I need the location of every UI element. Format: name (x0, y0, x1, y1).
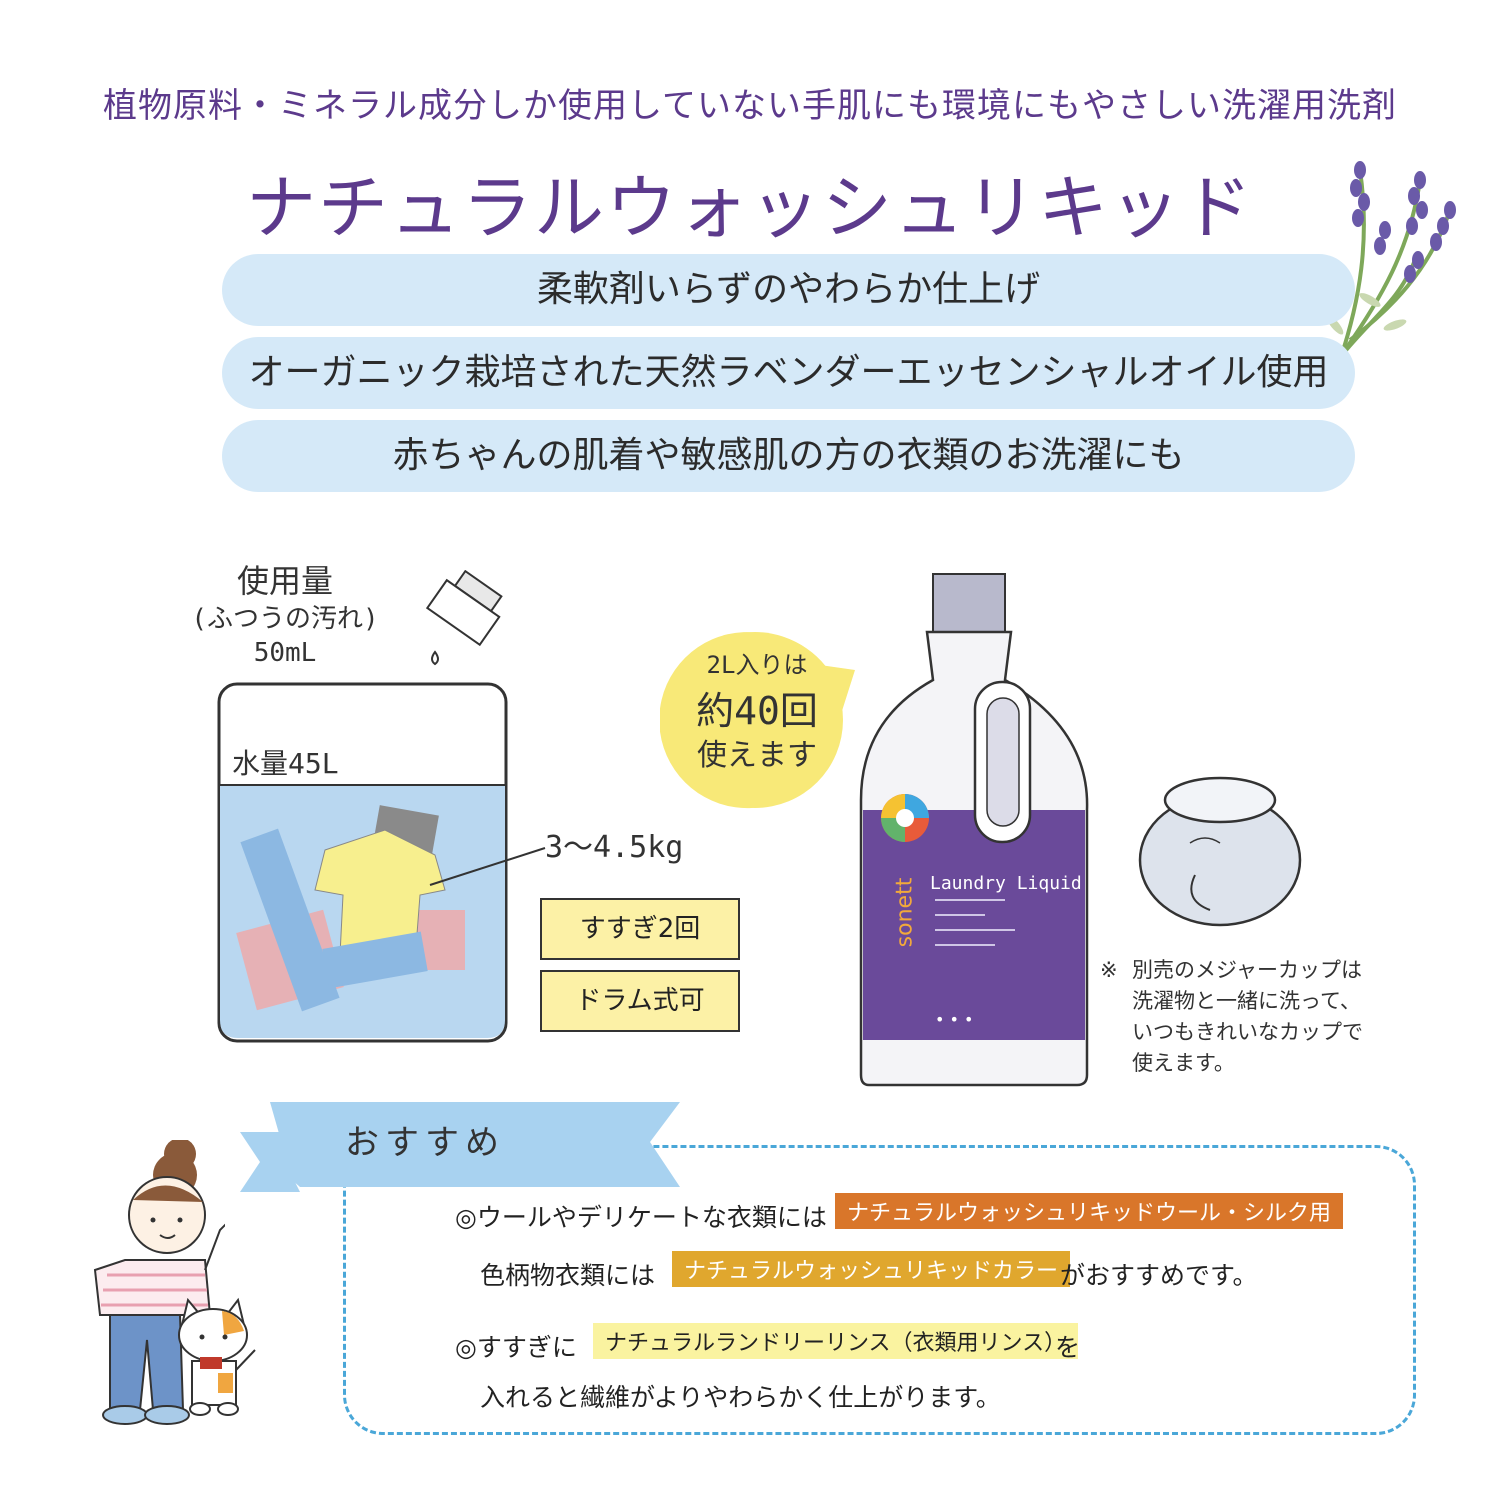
recommend-ribbon (240, 1102, 680, 1192)
usage-label: 使用量 (236, 562, 333, 600)
cup-note-line-1: 別売のメジャーカップは (1132, 958, 1362, 982)
usage-condition: (ふつうの汚れ) (191, 604, 379, 634)
rinse-product-tag: ナチュラルランドリーリンス（衣類用リンス） (593, 1323, 1079, 1359)
cup-note-line-4: 使えます。 (1132, 1051, 1235, 1075)
bottle-brand: sonett (892, 877, 918, 948)
recommend-box (343, 1145, 1416, 1435)
recommend-line-3-text: ◎すすぎに (455, 1333, 577, 1362)
load-weight: 3～4.5kg (545, 830, 684, 865)
measuring-cup-illustration (1138, 776, 1302, 927)
cup-note-line-3: いつもきれいなカップで (1132, 1020, 1363, 1044)
feature-pill-2: オーガニック栽培された天然ラベンダーエッセンシャルオイル使用 (222, 337, 1355, 409)
bubble-line-2: 約40回 (696, 689, 818, 733)
recommend-line-1: ◎ウールやデリケートな衣類には (455, 1198, 827, 1234)
usage-amount: 50mL (253, 638, 317, 668)
rinse-badge: すすぎ2回 (540, 898, 740, 960)
note-mark: ※ (1100, 958, 1118, 982)
color-product-tag: ナチュラルウォッシュリキッドカラー (672, 1251, 1071, 1287)
water-amount: 水量45L (232, 747, 339, 780)
bottle-label: Laundry Liquid (930, 873, 1082, 894)
recommend-line-2-text: 色柄物衣類には (480, 1261, 656, 1290)
woman-illustration (93, 1140, 225, 1425)
feature-pill-3: 赤ちゃんの肌着や敏感肌の方の衣類のお洗濯にも (222, 420, 1355, 492)
bubble-line-1: 2L入りは (706, 651, 808, 679)
recommend-banner-text: おすすめ (345, 1123, 505, 1163)
recommend-line-2-suffix: がおすすめです。 (1060, 1261, 1258, 1290)
lavender-illustration (1321, 161, 1456, 361)
cap-pour-illustration (425, 570, 503, 708)
feature-pill-1: 柔軟剤いらずのやわらか仕上げ (222, 254, 1355, 326)
page-title: ナチュラルウォッシュリキッド (246, 167, 1254, 249)
cat-illustration (178, 1297, 256, 1416)
cup-note-line-2: 洗濯物と一緒に洗って、 (1132, 989, 1361, 1013)
wool-silk-product-tag: ナチュラルウォッシュリキッドウール・シルク用 (835, 1193, 1344, 1229)
drum-badge: ドラム式可 (540, 970, 740, 1032)
pointer-line (429, 847, 546, 886)
recommend-line-1-text: ◎ウールやデリケートな衣類には (455, 1203, 827, 1232)
speech-bubble (660, 632, 855, 809)
recommend-line-3-suffix: を (1055, 1333, 1081, 1362)
bubble-line-3: 使えます (697, 738, 817, 773)
subtitle: 植物原料・ミネラル成分しか使用していない手肌にも環境にもやさしい洗濯用洗剤 (103, 86, 1397, 126)
bottle-dots: • • • (935, 1010, 974, 1029)
washing-tub-illustration (217, 682, 508, 1043)
recommend-line-4: 入れると繊維がよりやわらかく仕上がります。 (480, 1383, 1001, 1412)
bottle-illustration (859, 573, 1089, 1087)
